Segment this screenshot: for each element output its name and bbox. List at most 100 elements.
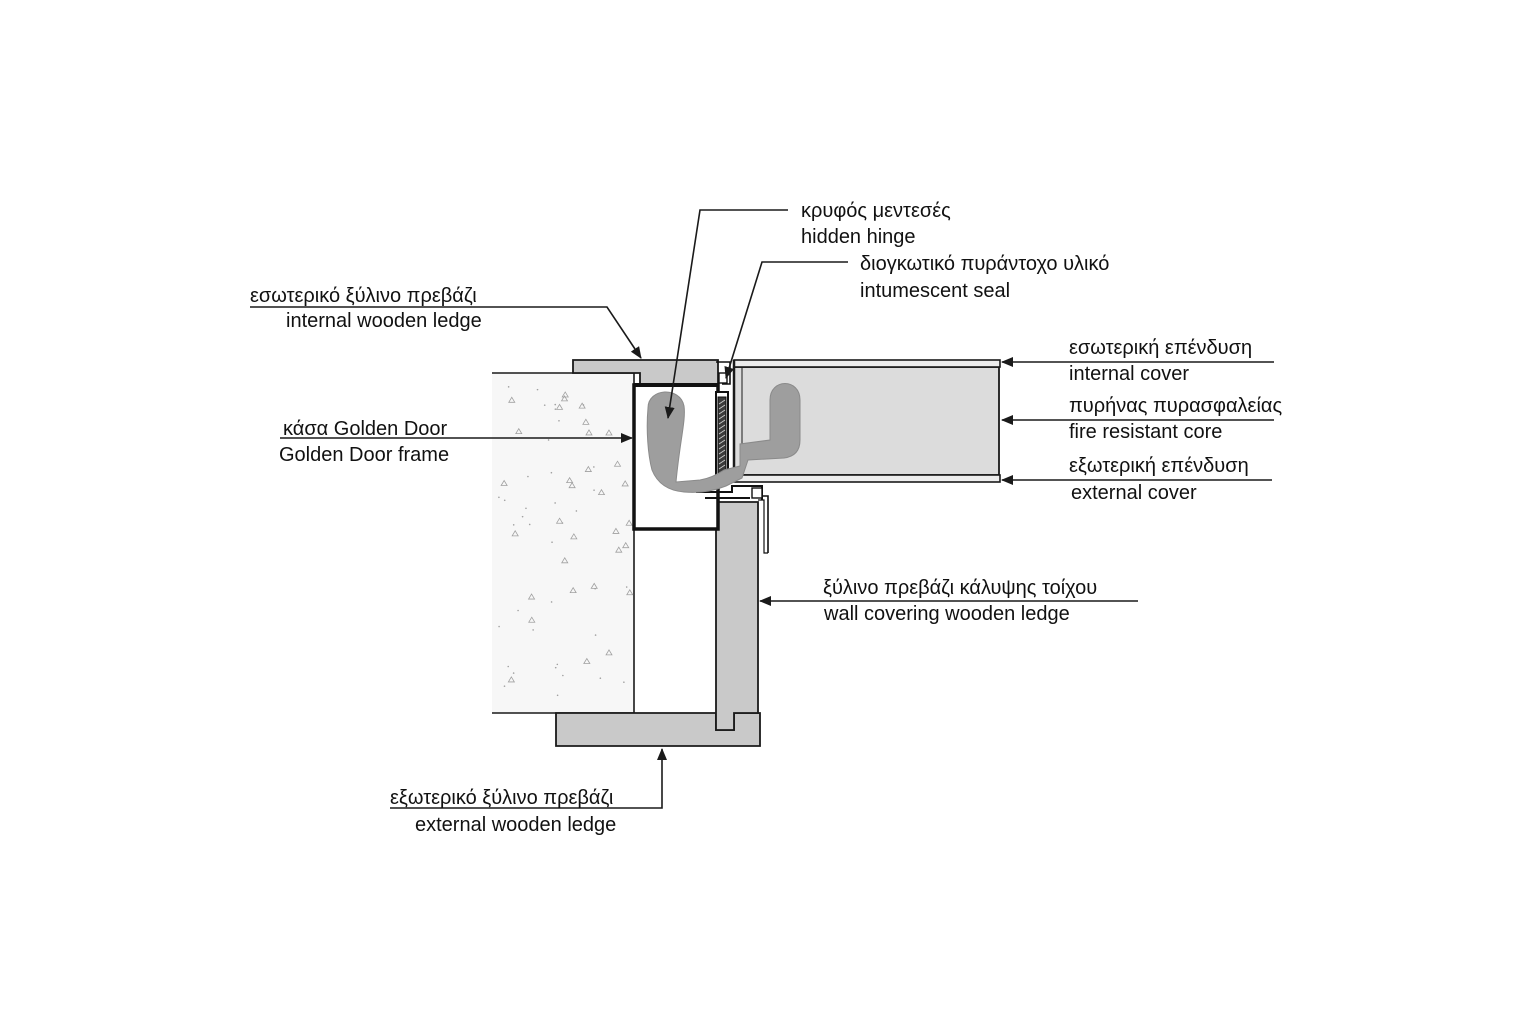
concrete-aggregate <box>511 530 519 537</box>
concrete-dot <box>554 408 557 410</box>
label-internal-ledge-greek: εσωτερικό ξύλινο πρεβάζι <box>250 285 477 307</box>
seal-hatch-line <box>718 444 726 450</box>
label-external-cover-english: external cover <box>1071 482 1197 504</box>
concrete-aggregate <box>605 649 613 656</box>
concrete-aggregate <box>615 546 623 553</box>
concrete-dot <box>498 496 500 499</box>
concrete-aggregate <box>528 616 536 623</box>
concrete-aggregate <box>585 429 593 436</box>
seal-hatch-line <box>718 449 726 455</box>
concrete-wall <box>492 372 635 714</box>
concrete-aggregate <box>508 396 516 403</box>
concrete-dot <box>547 439 550 441</box>
concrete-dot <box>528 523 531 526</box>
leader-hidden-hinge <box>664 209 788 419</box>
concrete-dot <box>517 609 519 612</box>
concrete-aggregate <box>578 402 586 409</box>
concrete-dot <box>521 515 524 518</box>
concrete-dot <box>512 524 515 526</box>
concrete-aggregate <box>583 657 591 664</box>
concrete-aggregate <box>507 676 516 683</box>
concrete-dot <box>554 666 557 669</box>
label-wall-ledge-english: wall covering wooden ledge <box>824 603 1070 625</box>
label-external-cover-greek: εξωτερική επένδυση <box>1069 455 1249 477</box>
concrete-aggregate <box>500 479 508 486</box>
seal-hatch <box>718 399 726 475</box>
concrete-aggregate <box>569 586 577 594</box>
concrete-dot <box>558 419 560 422</box>
label-frame-greek: κάσα Golden Door <box>283 418 448 440</box>
seal-hatch-line <box>718 409 726 415</box>
seal-hatch-line <box>718 464 726 470</box>
concrete-dot <box>525 507 527 510</box>
concrete-aggregate <box>570 533 578 540</box>
concrete-texture <box>498 386 634 697</box>
concrete-dot <box>498 625 500 628</box>
concrete-aggregate <box>527 593 536 600</box>
concrete-dot <box>623 681 625 683</box>
concrete-aggregate <box>621 480 629 487</box>
seal-hatch-line <box>718 424 726 430</box>
concrete-aggregate <box>560 395 569 402</box>
label-internal-cover-greek: εσωτερική επένδυση <box>1069 337 1253 359</box>
label-internal-cover-english: internal cover <box>1069 363 1190 385</box>
label-intumescent-seal-greek: διογκωτικό πυράντοχο υλικό <box>860 253 1110 275</box>
seal-hatch-line <box>718 419 726 425</box>
leader-lines <box>250 209 1274 809</box>
hidden-hinge <box>646 383 801 493</box>
concrete-dot <box>556 663 559 666</box>
concrete-aggregate <box>612 527 620 534</box>
concrete-dot <box>503 499 506 502</box>
label-frame-english: Golden Door frame <box>279 444 450 466</box>
label-hidden-hinge-greek: κρυφός μεντεσές <box>801 200 951 222</box>
concrete-dot <box>594 634 597 636</box>
internal-wooden-ledge <box>572 359 719 386</box>
concrete-dot <box>551 541 553 544</box>
label-wall-ledge-greek: ξύλινο πρεβάζι κάλυψης τοίχου <box>823 577 1098 599</box>
concrete-dot <box>507 665 510 668</box>
seal-hatch-line <box>718 414 726 420</box>
seal-hatch-line <box>718 459 726 465</box>
concrete-dot <box>593 466 595 468</box>
concrete-dot <box>554 403 557 406</box>
concrete-dot <box>507 386 510 388</box>
label-intumescent-seal-english: intumescent seal <box>860 280 1011 302</box>
concrete-aggregate <box>605 429 613 436</box>
concrete-dot <box>562 674 564 677</box>
concrete-dot <box>593 489 595 491</box>
concrete-aggregate <box>626 589 634 596</box>
leader-intumescent-seal <box>724 261 848 379</box>
seal-hatch-line <box>718 454 726 460</box>
concrete-dot <box>599 677 602 680</box>
concrete-dot <box>625 586 628 588</box>
concrete-dot <box>536 388 539 391</box>
concrete-dot <box>527 475 529 478</box>
stop-profile <box>696 485 769 554</box>
seal-hatch-line <box>718 404 726 410</box>
concrete-aggregate <box>625 519 633 526</box>
leader-internal-ledge <box>250 306 642 359</box>
seal-hatch-line <box>718 434 726 440</box>
label-internal-ledge-english: internal wooden ledge <box>286 310 482 332</box>
concrete-dot <box>556 694 559 697</box>
concrete-aggregate <box>568 481 576 489</box>
concrete-dot <box>575 510 578 512</box>
concrete-aggregate <box>613 460 622 467</box>
concrete-dot <box>554 502 556 504</box>
concrete-aggregate <box>565 476 574 484</box>
concrete-aggregate <box>555 403 564 410</box>
label-external-ledge-greek: εξωτερικό ξύλινο πρεβάζι <box>390 787 614 809</box>
concrete-aggregate <box>590 582 598 589</box>
seal-hatch-line <box>718 439 726 445</box>
concrete-dot <box>532 629 534 631</box>
wall-covering-wooden-ledge <box>715 501 759 731</box>
label-fire-core-english: fire resistant core <box>1069 421 1223 443</box>
label-hidden-hinge-english: hidden hinge <box>801 226 916 248</box>
seal-hatch-line <box>718 399 726 405</box>
leader-external-ledge <box>390 748 667 809</box>
concrete-dot <box>512 672 515 674</box>
concrete-aggregate <box>622 541 630 549</box>
concrete-aggregate <box>515 427 523 435</box>
